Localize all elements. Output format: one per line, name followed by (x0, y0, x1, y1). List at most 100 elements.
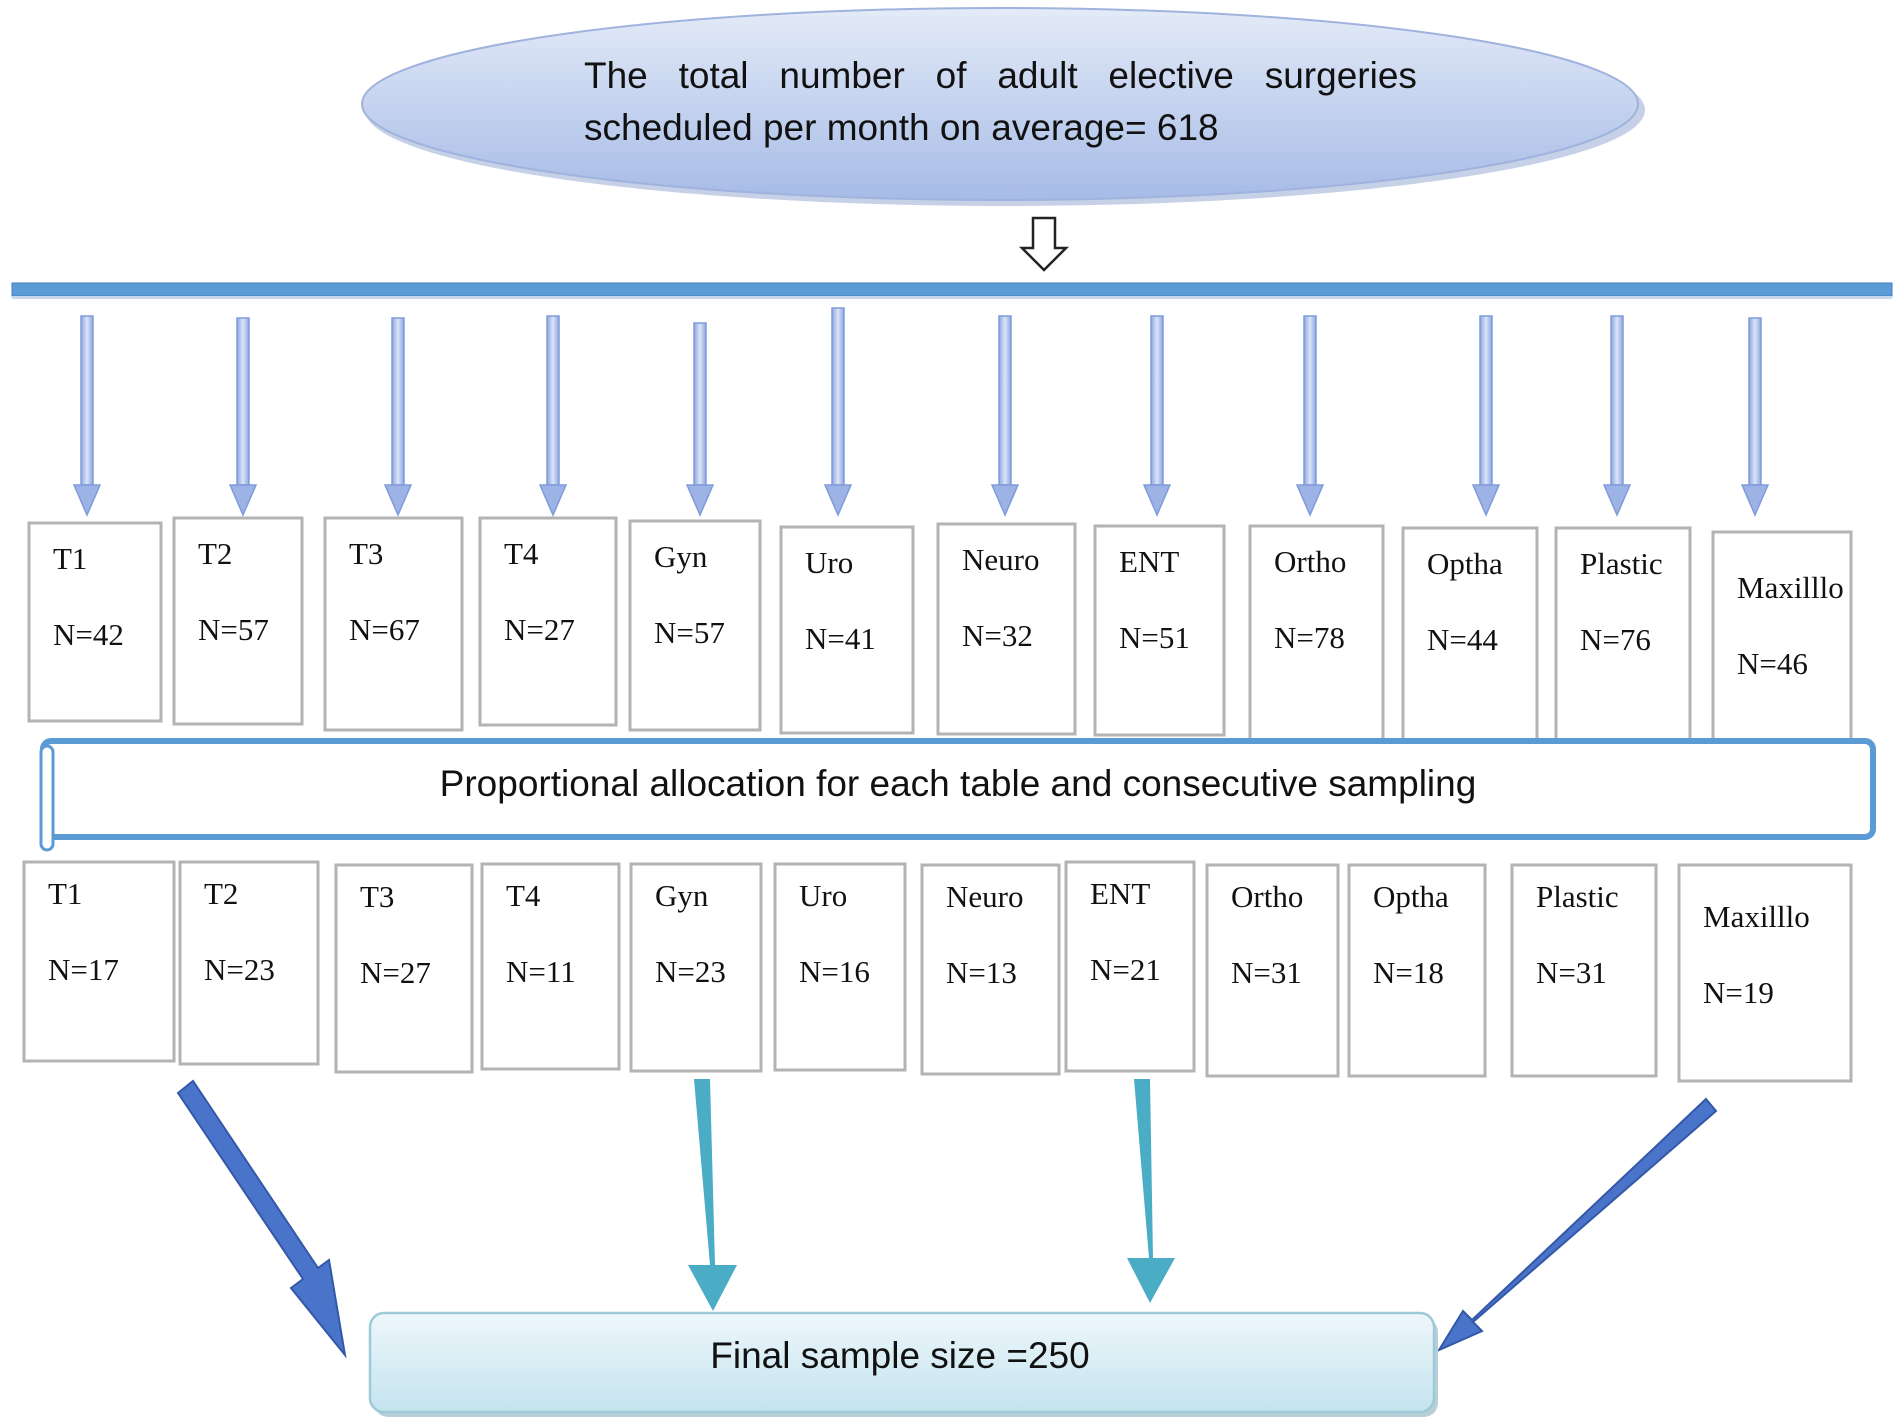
sampled-table-count: N=31 (1231, 955, 1302, 990)
final-sample-box (368, 1311, 1436, 1414)
sampled-table-count: N=27 (360, 955, 431, 990)
monthly-table-name: Neuro (962, 542, 1039, 577)
down-arrow-icon (1602, 315, 1632, 517)
sampled-table-count: N=21 (1090, 952, 1161, 987)
monthly-table-boxes: T1N=42T2N=57T3N=67T4N=27GynN=57UroN=41Ne… (27, 516, 1853, 748)
total-surgeries-ellipse-fill (361, 7, 1639, 201)
sampled-table-box-frame (1064, 860, 1196, 1073)
total-surgeries-line-2: scheduled per month on average= 618 (584, 107, 1219, 148)
monthly-table-count: N=76 (1580, 622, 1651, 657)
allocation-node: Proportional allocation for each table a… (39, 738, 1876, 852)
sampled-table-box-frame (773, 862, 907, 1072)
sampled-table-name: Uro (799, 878, 847, 913)
monthly-table-box-frame (779, 525, 915, 735)
down-arrow-icon (72, 315, 102, 517)
sampled-table-count: N=11 (506, 954, 576, 989)
sampled-table-name: T4 (506, 878, 541, 913)
monthly-table-box-frame (1093, 524, 1226, 737)
monthly-table-box-frame (1554, 526, 1692, 744)
monthly-table-box: T4N=27 (478, 516, 618, 727)
sampled-table-count: N=16 (799, 954, 870, 989)
monthly-table-name: Plastic (1580, 546, 1663, 581)
monthly-table-box-frame (628, 519, 762, 732)
down-arrow-icon (990, 315, 1020, 517)
monthly-table-count: N=42 (53, 617, 124, 652)
top-arrows (72, 307, 1770, 517)
sampled-table-count: N=23 (204, 952, 275, 987)
center-left-converging-arrow (688, 1079, 737, 1311)
sampled-table-box: T3N=27 (334, 863, 474, 1074)
sampled-table-count: N=31 (1536, 955, 1607, 990)
sampled-table-count: N=13 (946, 955, 1017, 990)
distribution-bar-shadow (12, 296, 1892, 299)
down-arrow-icon (383, 317, 413, 517)
monthly-table-count: N=67 (349, 612, 420, 647)
sampled-table-box-frame (334, 863, 474, 1074)
monthly-table-box: T2N=57 (172, 516, 304, 726)
monthly-table-count: N=44 (1427, 622, 1498, 657)
left-converging-arrow (176, 1079, 347, 1359)
final-sample-node: Final sample size =250 (368, 1311, 1438, 1417)
monthly-table-box-frame (323, 516, 464, 732)
monthly-table-name: T1 (53, 541, 87, 576)
monthly-table-name: ENT (1119, 544, 1179, 579)
monthly-table-count: N=27 (504, 612, 575, 647)
sampled-table-box: T4N=11 (480, 862, 621, 1071)
sampled-table-name: Gyn (655, 878, 709, 913)
sampled-table-name: Maxilllo (1703, 899, 1810, 934)
sampled-table-box: T1N=17 (22, 860, 176, 1063)
allocation-box-inner-edge (39, 744, 55, 852)
down-arrow-icon (538, 315, 568, 517)
down-arrow-icon (1740, 317, 1770, 517)
monthly-table-box-frame (27, 521, 163, 723)
sampled-table-box-frame (178, 860, 320, 1066)
sampled-table-name: Ortho (1231, 879, 1303, 914)
allocation-label: Proportional allocation for each table a… (440, 763, 1477, 804)
sampled-table-name: T2 (204, 876, 238, 911)
sampled-table-count: N=19 (1703, 975, 1774, 1010)
sampled-table-count: N=17 (48, 952, 119, 987)
monthly-table-count: N=41 (805, 621, 876, 656)
down-arrow-icon (228, 317, 258, 517)
sampled-table-name: ENT (1090, 876, 1150, 911)
monthly-table-name: T3 (349, 536, 383, 571)
monthly-table-count: N=57 (654, 615, 725, 650)
converging-arrows (176, 1079, 1718, 1359)
sampled-table-count: N=18 (1373, 955, 1444, 990)
sampled-table-count: N=23 (655, 954, 726, 989)
right-converging-arrow (1436, 1097, 1718, 1353)
sampled-table-name: T1 (48, 876, 82, 911)
monthly-table-box: T1N=42 (27, 521, 163, 723)
sampled-table-boxes: T1N=17T2N=23T3N=27T4N=11GynN=23UroN=16Ne… (22, 860, 1853, 1083)
monthly-table-box: ENT N=51 (1093, 524, 1226, 737)
down-arrow-icon (1142, 315, 1172, 517)
sampled-table-name: Plastic (1536, 879, 1619, 914)
monthly-table-count: N=78 (1274, 620, 1345, 655)
total-surgeries-line-1: The total number of adult elective surge… (584, 55, 1417, 96)
total-surgeries-node: The total number of adult elective surge… (361, 7, 1645, 206)
monthly-table-name: T2 (198, 536, 232, 571)
sampled-table-box: ENT N=21 (1064, 860, 1196, 1073)
monthly-table-box-frame (936, 522, 1077, 736)
monthly-table-count: N=51 (1119, 620, 1190, 655)
down-arrow-icon (1471, 315, 1501, 517)
monthly-table-count: N=46 (1737, 646, 1808, 681)
monthly-table-count: N=57 (198, 612, 269, 647)
sampled-table-name: Optha (1373, 879, 1449, 914)
monthly-table-name: Gyn (654, 539, 708, 574)
monthly-table-box-frame (478, 516, 618, 727)
sampled-table-box-frame (1205, 863, 1340, 1078)
monthly-table-box-frame (1248, 524, 1385, 742)
monthly-table-name: T4 (504, 536, 539, 571)
